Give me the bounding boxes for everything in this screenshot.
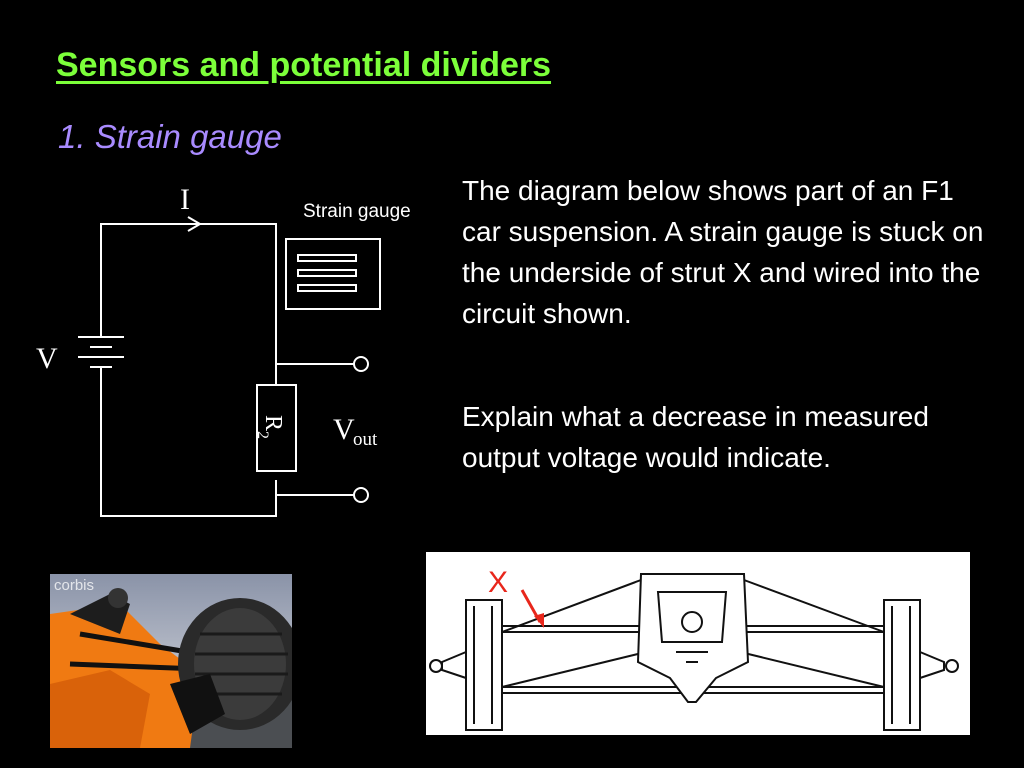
wire-left xyxy=(100,223,277,337)
voltage-label: V xyxy=(36,342,58,375)
gauge-trace-1 xyxy=(297,254,357,262)
suspension-drawing: X xyxy=(429,566,959,731)
gauge-trace-3 xyxy=(297,284,357,292)
strain-gauge-box xyxy=(285,238,381,310)
strut-x-arrowhead xyxy=(534,613,544,628)
vout-subscript: out xyxy=(353,429,378,450)
resistor-label-group: R 2 xyxy=(254,415,286,439)
wire-bottom xyxy=(100,367,277,517)
description-paragraph: The diagram below shows part of an F1 ca… xyxy=(462,175,984,329)
circuit-diagram: I V Strain gauge R 2 V out xyxy=(36,183,411,517)
strain-gauge-label: Strain gauge xyxy=(303,201,411,222)
resistor-r2 xyxy=(256,384,297,472)
central-chassis xyxy=(636,573,750,703)
vout-label: V xyxy=(333,413,355,446)
current-label: I xyxy=(180,183,190,216)
slide-subtitle: 1. Strain gauge xyxy=(58,118,282,155)
question-paragraph: Explain what a decrease in measured outp… xyxy=(462,401,929,473)
slide-title: Sensors and potential dividers xyxy=(56,46,552,84)
suspension-diagram: X xyxy=(426,552,970,735)
left-wheel xyxy=(465,599,503,731)
right-wheel xyxy=(883,599,921,731)
terminal-bottom xyxy=(353,487,369,503)
gauge-trace-2 xyxy=(297,269,357,277)
resistor-label: R xyxy=(260,415,286,431)
terminal-top xyxy=(353,356,369,372)
f1-car-photo: corbis xyxy=(50,574,292,748)
current-arrow xyxy=(187,216,202,232)
resistor-subscript: 2 xyxy=(254,431,271,439)
photo-watermark: corbis xyxy=(54,577,94,594)
strut-x-label: X xyxy=(488,566,508,599)
f1-photo-illustration: corbis xyxy=(50,574,292,748)
